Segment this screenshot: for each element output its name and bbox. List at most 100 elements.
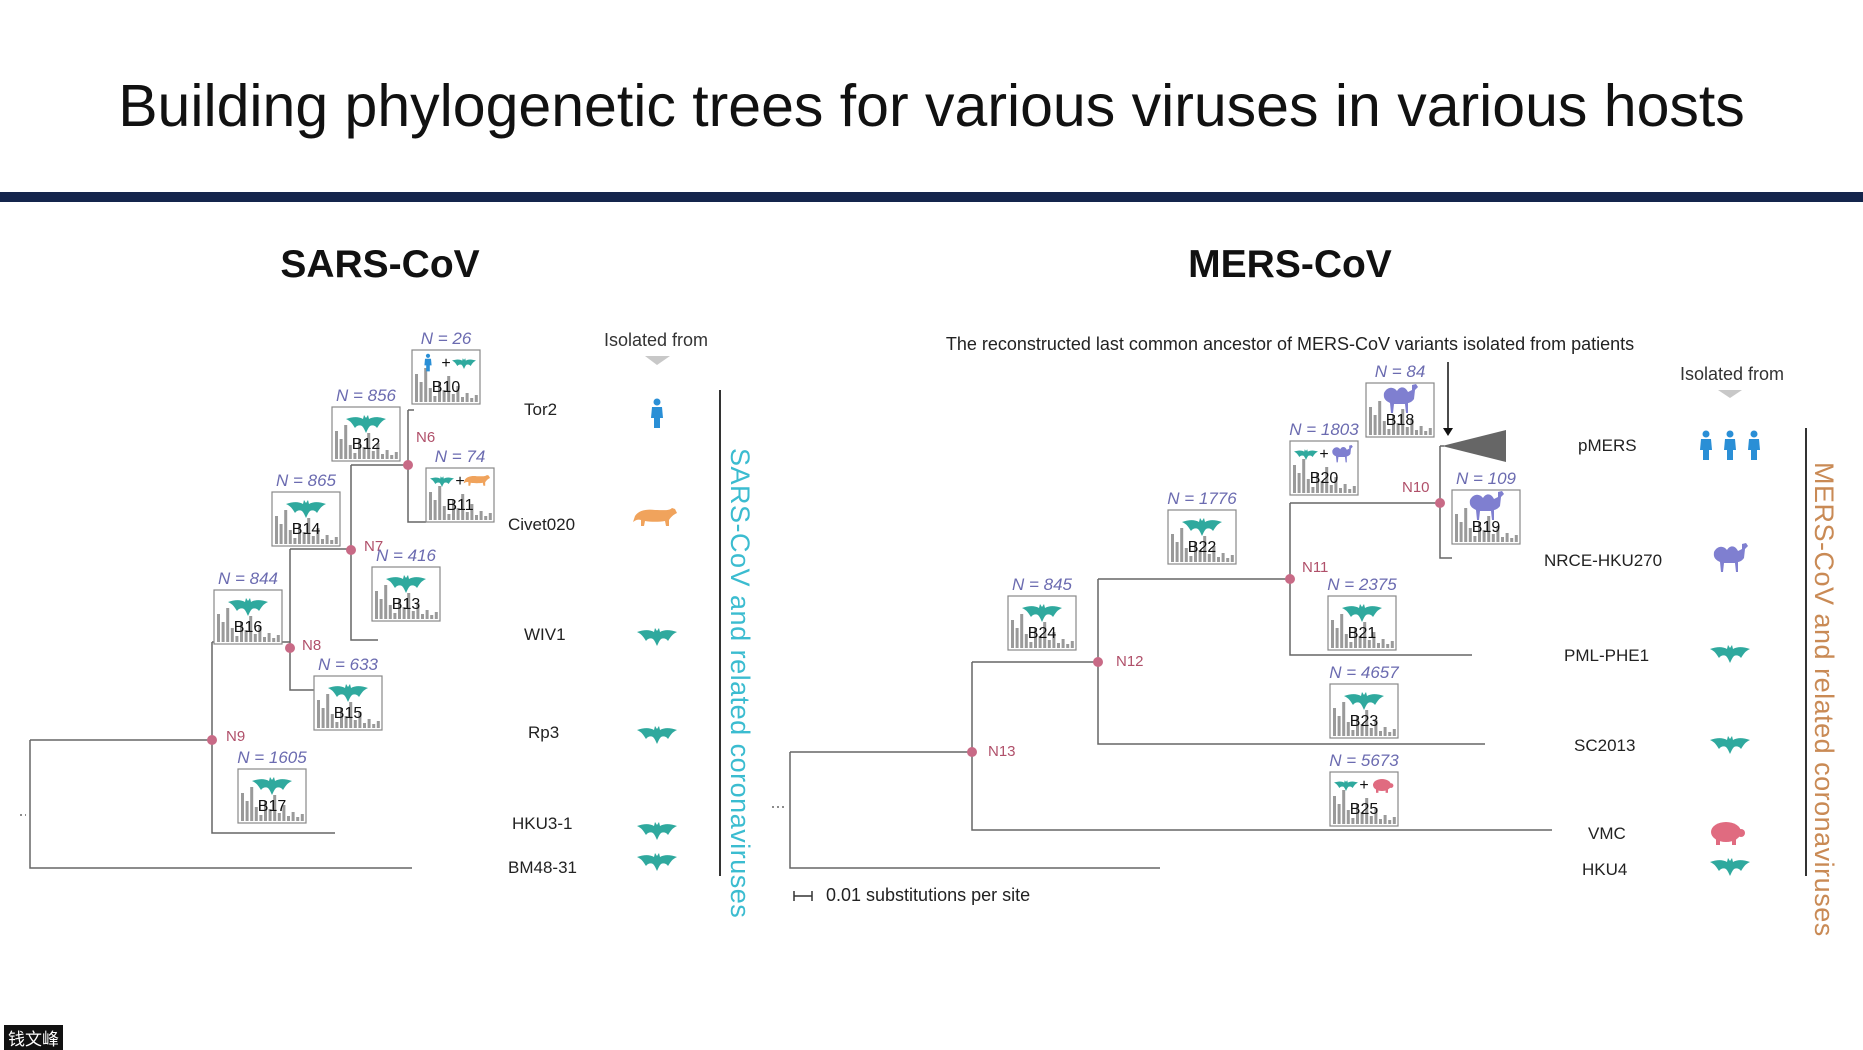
tip-pmers: pMERS bbox=[1578, 436, 1637, 455]
histogram-bar bbox=[1378, 401, 1382, 435]
box-sample-count: N = 1605 bbox=[237, 748, 307, 767]
histogram-bar bbox=[1184, 548, 1188, 562]
bat-icon bbox=[1710, 645, 1750, 663]
histogram-bar bbox=[1392, 415, 1395, 435]
histogram-bar bbox=[442, 506, 446, 520]
histogram-bar bbox=[484, 516, 488, 520]
histogram-bar bbox=[415, 374, 418, 402]
histogram-bar bbox=[321, 539, 324, 544]
box-id-label: B19 bbox=[1472, 519, 1501, 536]
histogram-bar bbox=[268, 809, 272, 821]
histogram-bar bbox=[394, 452, 398, 459]
histogram-bar bbox=[288, 530, 292, 544]
histogram-bar bbox=[1382, 421, 1386, 435]
histogram-bar bbox=[1372, 632, 1376, 648]
node-n10 bbox=[1435, 498, 1445, 508]
histogram-bar bbox=[334, 537, 338, 544]
histogram-bar bbox=[362, 447, 366, 459]
box-sample-count: N = 1803 bbox=[1289, 420, 1359, 439]
histogram-bar bbox=[1342, 702, 1346, 736]
histogram-bar bbox=[421, 614, 424, 619]
histogram-bar bbox=[379, 599, 383, 619]
histogram-bar bbox=[475, 515, 478, 520]
box-id-label: B23 bbox=[1350, 713, 1379, 730]
histogram-bar bbox=[353, 453, 357, 459]
tip-civet020: Civet020 bbox=[508, 515, 575, 534]
histogram-bar bbox=[1329, 485, 1333, 493]
histogram-bar bbox=[1356, 716, 1359, 736]
histogram-bar bbox=[1189, 556, 1193, 562]
histogram-bar bbox=[1311, 487, 1315, 493]
histogram-bar bbox=[1410, 419, 1414, 435]
histogram-bar bbox=[402, 607, 406, 619]
box-sample-count: N = 845 bbox=[1012, 575, 1073, 594]
histogram-bar bbox=[1428, 428, 1432, 435]
histogram-bar bbox=[1335, 628, 1339, 648]
histogram-bar bbox=[1360, 812, 1364, 824]
histogram-bar bbox=[1365, 710, 1369, 736]
histogram-bar bbox=[1316, 473, 1319, 493]
histogram-bar bbox=[1383, 727, 1387, 736]
histogram-bar bbox=[258, 626, 262, 642]
histogram-bar bbox=[1015, 628, 1019, 648]
box-frame bbox=[237, 768, 307, 824]
histogram-bar bbox=[287, 816, 290, 821]
bat-icon bbox=[637, 628, 677, 646]
box-sample-count: N = 74 bbox=[435, 447, 486, 466]
histogram-bar bbox=[385, 450, 389, 459]
histogram-bar bbox=[348, 445, 352, 459]
bat-icon bbox=[637, 822, 677, 840]
histogram-bar bbox=[1334, 477, 1338, 493]
tip-sc2013: SC2013 bbox=[1574, 736, 1635, 755]
histogram-bar bbox=[1029, 642, 1033, 648]
histogram-bar bbox=[279, 524, 283, 544]
histogram-bar bbox=[430, 615, 434, 619]
box-sample-count: N = 4657 bbox=[1329, 663, 1399, 682]
histogram-bar bbox=[1373, 415, 1377, 435]
histogram-bar bbox=[1047, 640, 1051, 648]
box-frame bbox=[271, 491, 341, 547]
histogram-bar bbox=[1066, 644, 1070, 648]
node-n7 bbox=[346, 545, 356, 555]
box-frame bbox=[313, 675, 383, 731]
box-id-label: B25 bbox=[1350, 801, 1379, 818]
histogram-bar bbox=[465, 393, 469, 402]
box-sample-count: N = 84 bbox=[1375, 362, 1426, 381]
histogram-bar bbox=[1175, 542, 1179, 562]
histogram-bar bbox=[250, 787, 254, 821]
watermark: 钱文峰 bbox=[4, 1025, 63, 1050]
histogram-bar bbox=[1468, 528, 1472, 542]
histogram-bar bbox=[272, 638, 276, 642]
histogram-bar bbox=[1293, 465, 1296, 493]
histogram-bar bbox=[1346, 810, 1350, 824]
histogram-bar bbox=[1365, 798, 1369, 824]
histogram-bar bbox=[1198, 550, 1202, 562]
histogram-bar bbox=[1455, 514, 1458, 542]
bat-icon bbox=[637, 726, 677, 744]
histogram-bar bbox=[411, 611, 415, 619]
histogram-bar bbox=[349, 702, 353, 728]
histogram-bar bbox=[284, 510, 288, 544]
histogram-bar bbox=[1331, 620, 1334, 648]
histogram-bar bbox=[371, 451, 375, 459]
histogram-bar bbox=[424, 368, 428, 402]
histogram-bar bbox=[465, 512, 469, 520]
histogram-bar bbox=[1473, 536, 1477, 542]
box-sample-count: N = 2375 bbox=[1327, 575, 1397, 594]
histogram-bar bbox=[1180, 528, 1184, 562]
histogram-bar bbox=[1043, 622, 1047, 648]
ancestral-box-b10: N = 26+B10 bbox=[411, 329, 481, 405]
histogram-bar bbox=[1369, 816, 1373, 824]
box-id-label: B10 bbox=[432, 379, 461, 396]
node-n12 bbox=[1093, 657, 1103, 667]
histogram-bar bbox=[367, 433, 371, 459]
histogram-bar bbox=[416, 603, 420, 619]
histogram-bar bbox=[296, 817, 300, 821]
histogram-bar bbox=[428, 388, 432, 402]
histogram-bar bbox=[1369, 407, 1372, 435]
